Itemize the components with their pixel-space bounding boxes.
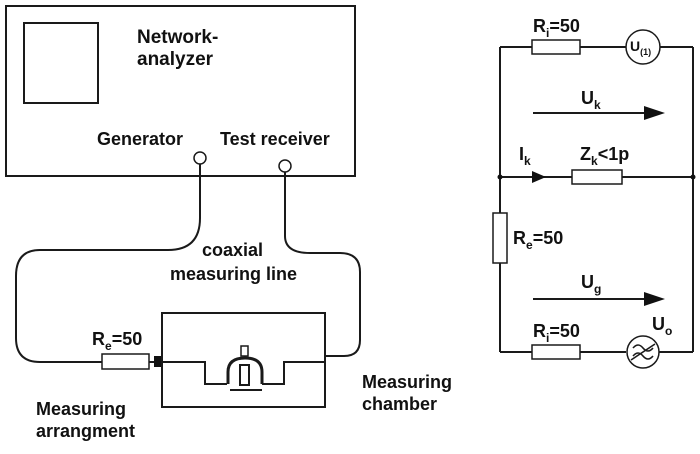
network-analyzer: Network- analyzer Generator Test receive…	[5, 5, 356, 177]
coaxial-line-receiver	[284, 172, 361, 357]
chamber-connector	[154, 356, 162, 367]
ri-bottom-main: R	[533, 321, 546, 341]
re-value: =50	[533, 228, 564, 248]
ug-sub: g	[594, 282, 601, 296]
measuring-chamber	[161, 312, 326, 408]
chamber-label-line2: chamber	[362, 394, 437, 414]
zk-sub: k	[591, 154, 598, 168]
uo-main: U	[652, 314, 665, 334]
u1-main: U	[630, 38, 640, 54]
svg-text:Ri=50: Ri=50	[533, 321, 580, 345]
svg-text:U(1): U(1)	[630, 38, 651, 57]
uo-sub: o	[665, 324, 672, 338]
svg-text:Ug: Ug	[581, 272, 601, 296]
ri-top-sub: i	[546, 26, 549, 40]
clamp-icon	[226, 345, 264, 391]
ri-bottom-sub: i	[546, 331, 549, 345]
ac-source-icon	[626, 335, 660, 369]
re-main: R	[513, 228, 526, 248]
zk-main: Z	[580, 144, 591, 164]
svg-text:Zk<1p: Zk<1p	[580, 144, 629, 168]
ug-arrowhead-icon	[644, 292, 665, 306]
svg-text:Uk: Uk	[581, 88, 601, 112]
re-vertical-resistor	[492, 212, 508, 264]
ik-sub: k	[524, 154, 531, 168]
svg-text:Re=50: Re=50	[513, 228, 563, 252]
coaxial-line-generator	[15, 164, 201, 363]
analyzer-screen	[23, 22, 99, 104]
chamber-label-line1: Measuring	[362, 372, 452, 392]
re-label-main: R	[92, 329, 105, 349]
arrangement-label-line1: Measuring	[36, 399, 126, 419]
u1-sub: (1)	[640, 47, 651, 57]
coaxial-label-line2: measuring line	[170, 264, 297, 284]
analyzer-label-line1: Network-	[137, 27, 218, 48]
coaxial-label-line1: coaxial	[202, 240, 263, 260]
generator-label: Generator	[97, 129, 183, 149]
test-receiver-label: Test receiver	[220, 129, 330, 149]
equivalent-circuit: Ri=50 U(1) Uk Ik Zk<1p Re=50	[492, 16, 696, 369]
re-sub: e	[526, 238, 533, 252]
re-label-sub: e	[105, 339, 112, 353]
analyzer-label-line2: analyzer	[137, 49, 214, 70]
svg-text:Ik: Ik	[519, 144, 531, 168]
ri-bottom-value: =50	[549, 321, 580, 341]
ri-top-resistor	[531, 39, 581, 55]
ug-main: U	[581, 272, 594, 292]
test-receiver-port	[278, 159, 292, 173]
re-resistor: Re=50	[92, 329, 162, 370]
ri-bottom-resistor	[531, 344, 581, 360]
zk-resistor	[571, 169, 623, 185]
chamber-inner-conductor	[162, 361, 325, 385]
svg-text:Ri=50: Ri=50	[533, 16, 580, 40]
zk-value: <1p	[598, 144, 630, 164]
ri-top-value: =50	[549, 16, 580, 36]
junction-left	[497, 174, 503, 180]
measuring-chamber-box	[161, 312, 326, 408]
junction-right	[690, 174, 696, 180]
arrangement-label-line2: arrangment	[36, 421, 135, 441]
ri-top-main: R	[533, 16, 546, 36]
svg-text:Re=50: Re=50	[92, 329, 142, 353]
uk-main: U	[581, 88, 594, 108]
ik-main: I	[519, 144, 524, 164]
generator-port	[193, 151, 207, 165]
ik-arrowhead-icon	[532, 171, 546, 183]
svg-text:Uo: Uo	[652, 314, 672, 338]
uk-arrowhead-icon	[644, 106, 665, 120]
network-analyzer-box	[5, 5, 356, 177]
re-label-value: =50	[112, 329, 143, 349]
re-resistor-body	[101, 353, 150, 370]
uk-sub: k	[594, 98, 601, 112]
